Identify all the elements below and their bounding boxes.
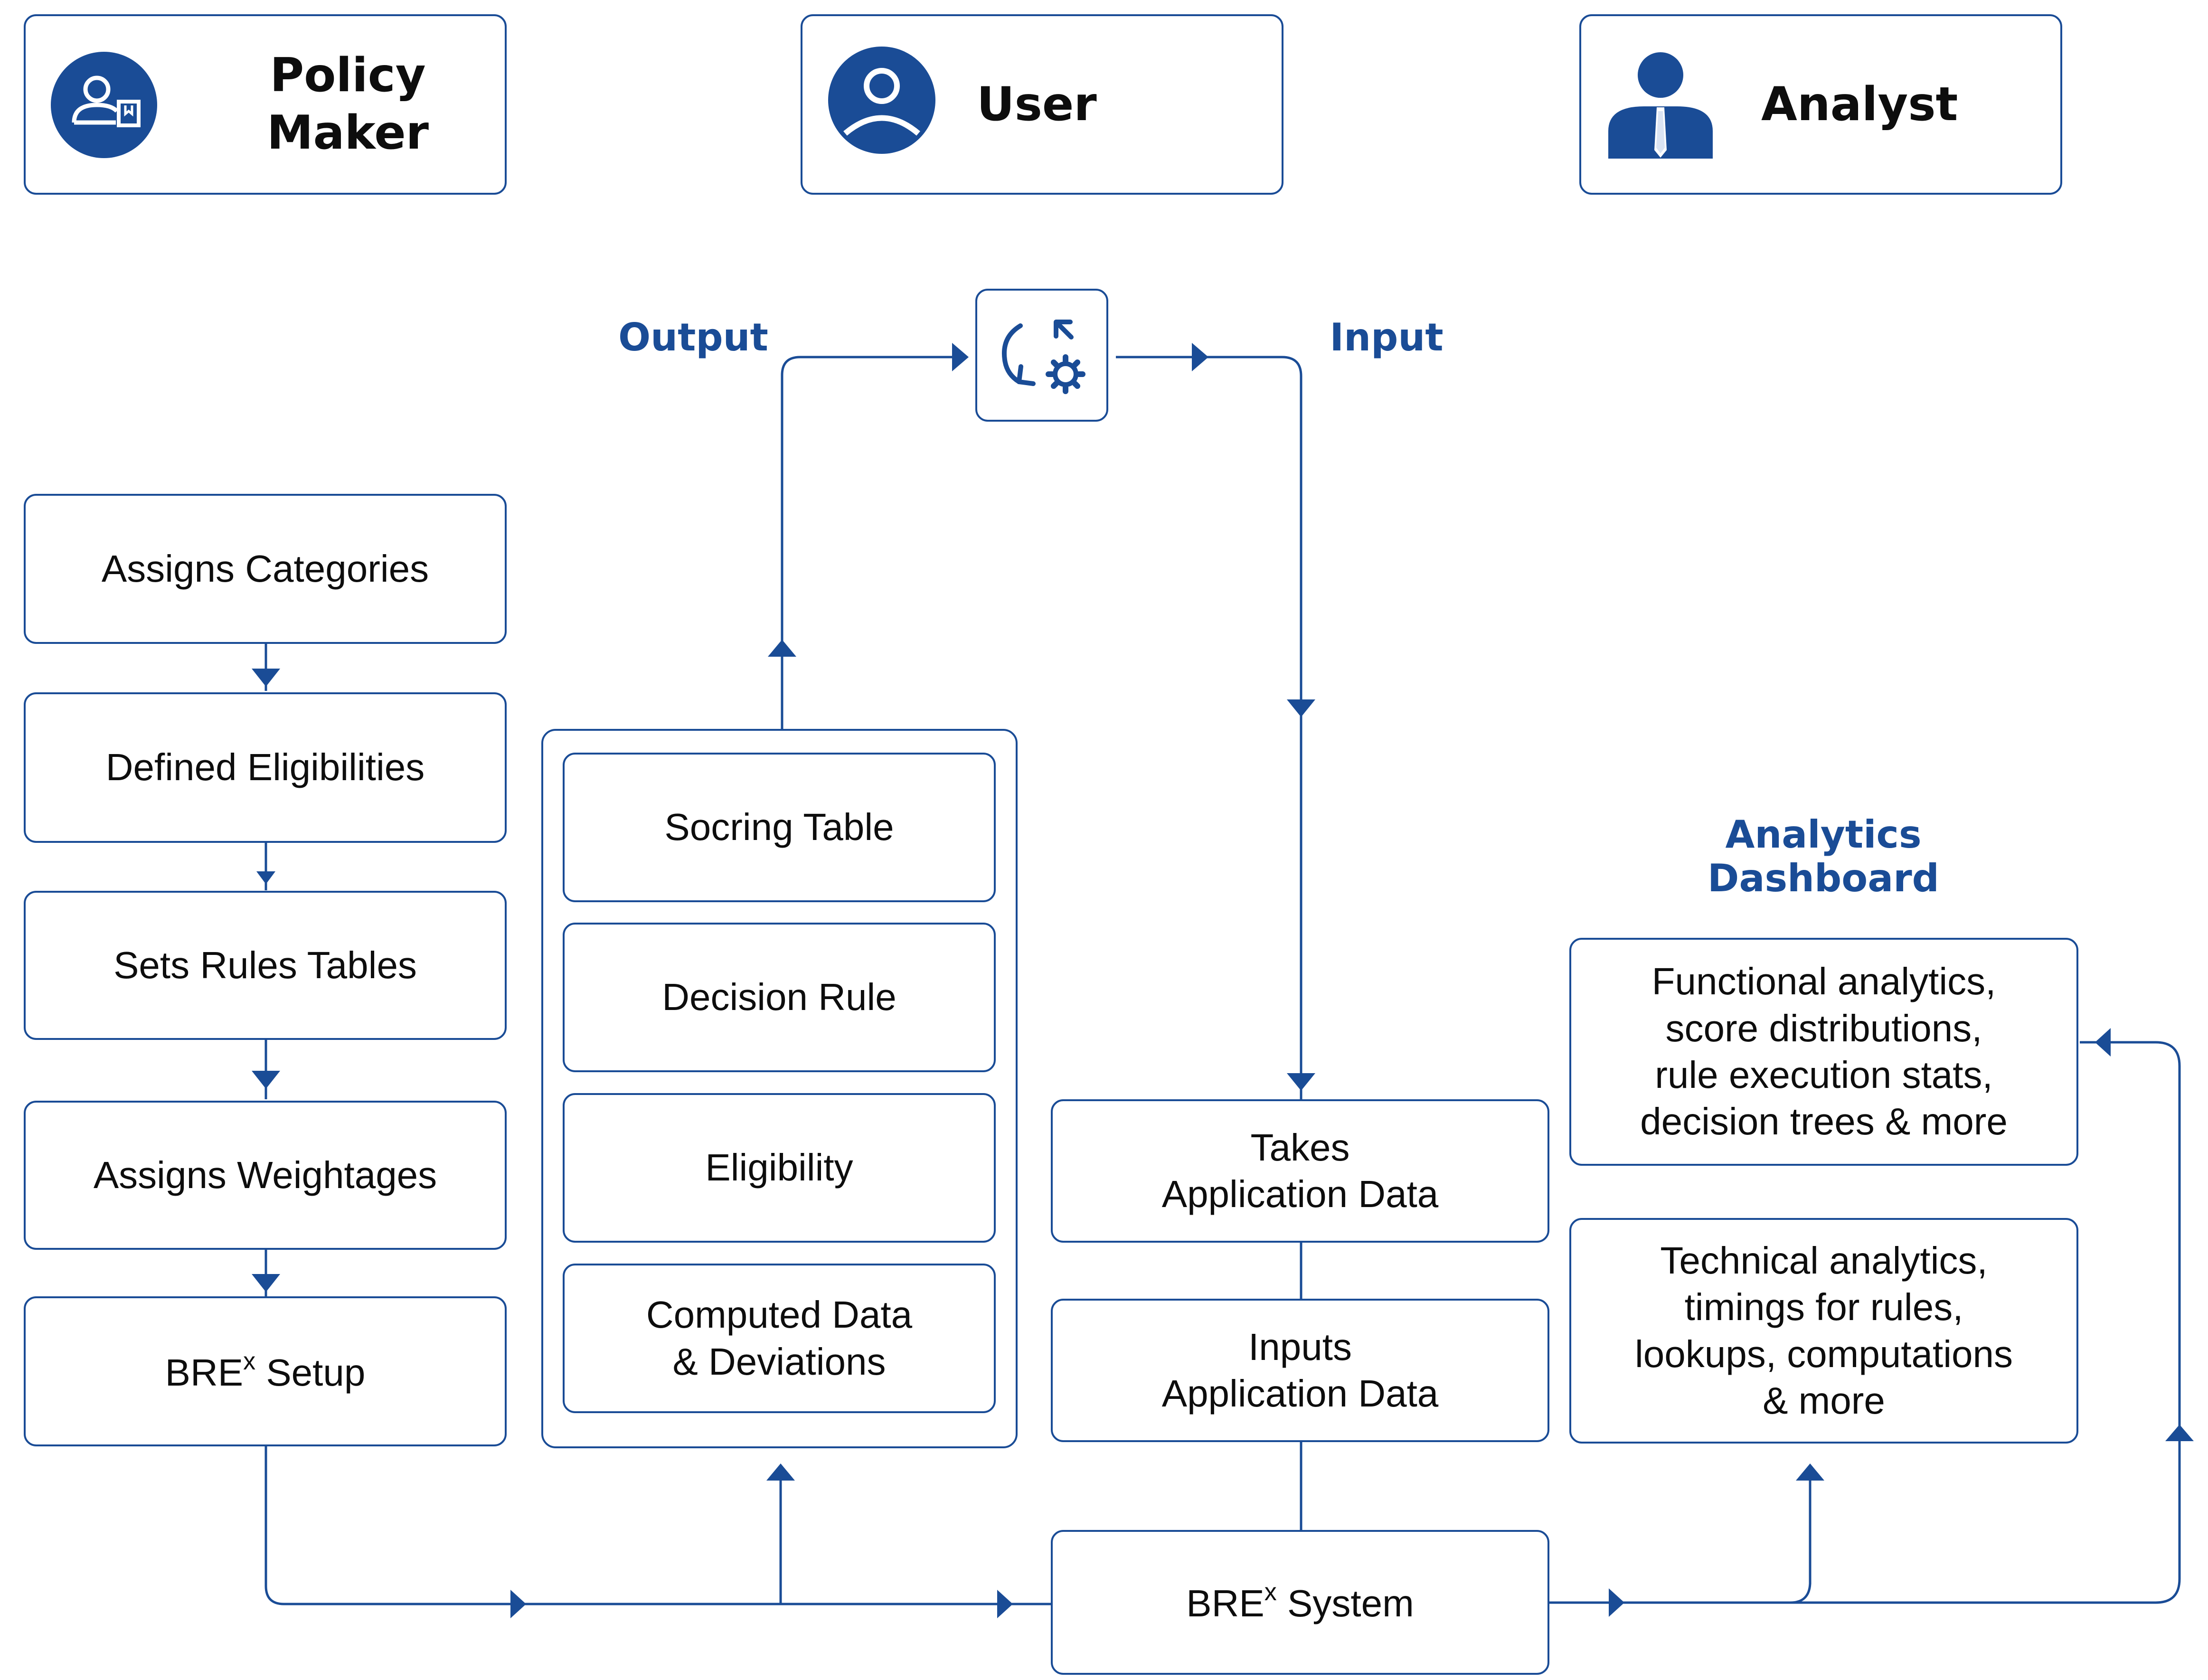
technical-line1: Technical analytics, bbox=[1660, 1239, 1988, 1282]
assigns-categories-text: Assigns Categories bbox=[101, 547, 429, 590]
technical-analytics-box: Technical analytics, timings for rules, … bbox=[1569, 1218, 2078, 1444]
processing-node bbox=[975, 289, 1108, 422]
sets-rules-tables-text: Sets Rules Tables bbox=[113, 944, 417, 986]
decision-rule-box: Decision Rule bbox=[563, 923, 996, 1072]
person-with-tie-icon bbox=[1608, 52, 1713, 159]
inputs-line1: Inputs bbox=[1248, 1325, 1352, 1368]
bre-setup-text: BREx Setup bbox=[165, 1347, 366, 1396]
functional-line3: rule execution stats, bbox=[1655, 1054, 1993, 1096]
user-circle-icon bbox=[828, 47, 935, 154]
bre-setup-box: BREx Setup bbox=[24, 1296, 507, 1446]
takes-line2: Application Data bbox=[1161, 1173, 1439, 1215]
sets-rules-tables-box: Sets Rules Tables bbox=[24, 891, 507, 1040]
analytics-title-line1: Analytics bbox=[1725, 812, 1922, 857]
analytics-dashboard-title: Analytics Dashboard bbox=[1662, 813, 1985, 900]
computed-data-line2: & Deviations bbox=[672, 1340, 886, 1383]
bre-setup-prefix: BRE bbox=[165, 1351, 244, 1394]
takes-line1: Takes bbox=[1250, 1126, 1350, 1169]
policy-maker-label: Policy Maker bbox=[267, 48, 429, 160]
policy-maker-card: Policy Maker bbox=[24, 14, 507, 195]
person-with-document-icon bbox=[51, 52, 157, 158]
inputs-line2: Application Data bbox=[1161, 1372, 1439, 1415]
computed-data-box: Computed Data & Deviations bbox=[563, 1264, 996, 1413]
bre-system-superscript: x bbox=[1264, 1578, 1277, 1606]
refresh-gear-icon bbox=[1002, 320, 1085, 394]
user-card: User bbox=[801, 14, 1283, 195]
analytics-title-line2: Dashboard bbox=[1708, 856, 1939, 900]
analyst-label: Analyst bbox=[1761, 77, 1958, 132]
inputs-application-data-box: Inputs Application Data bbox=[1051, 1299, 1549, 1442]
technical-line3: lookups, computations bbox=[1634, 1332, 2013, 1375]
eligibility-box: Eligibility bbox=[563, 1093, 996, 1243]
socring-table-text: Socring Table bbox=[664, 806, 894, 849]
analyst-card: Analyst bbox=[1579, 14, 2062, 195]
technical-line4: & more bbox=[1763, 1379, 1885, 1422]
output-label: Output bbox=[618, 315, 768, 359]
bre-setup-superscript: x bbox=[243, 1347, 256, 1375]
assigns-categories-box: Assigns Categories bbox=[24, 494, 507, 644]
input-label: Input bbox=[1330, 315, 1444, 359]
takes-application-data-box: Takes Application Data bbox=[1051, 1099, 1549, 1243]
functional-analytics-box: Functional analytics, score distribution… bbox=[1569, 938, 2078, 1166]
bre-system-suffix: System bbox=[1276, 1582, 1414, 1625]
functional-line4: decision trees & more bbox=[1640, 1100, 2008, 1143]
bre-setup-suffix: Setup bbox=[255, 1351, 366, 1394]
outputs-container bbox=[541, 729, 1018, 1448]
technical-line2: timings for rules, bbox=[1684, 1286, 1963, 1329]
assigns-weightages-box: Assigns Weightages bbox=[24, 1101, 507, 1250]
defined-eligibilities-text: Defined Eligibilities bbox=[105, 746, 425, 789]
bre-system-prefix: BRE bbox=[1186, 1582, 1264, 1625]
user-label: User bbox=[977, 77, 1097, 132]
eligibility-text: Eligibility bbox=[705, 1146, 853, 1189]
decision-rule-text: Decision Rule bbox=[662, 976, 896, 1019]
functional-line1: Functional analytics, bbox=[1651, 960, 1996, 1003]
functional-line2: score distributions, bbox=[1665, 1007, 1982, 1049]
bre-system-box: BREx System bbox=[1051, 1530, 1549, 1675]
socring-table-box: Socring Table bbox=[563, 753, 996, 902]
defined-eligibilities-box: Defined Eligibilities bbox=[24, 692, 507, 843]
assigns-weightages-text: Assigns Weightages bbox=[93, 1153, 437, 1196]
bre-system-text: BREx System bbox=[1186, 1577, 1414, 1627]
computed-data-line1: Computed Data bbox=[646, 1293, 913, 1336]
